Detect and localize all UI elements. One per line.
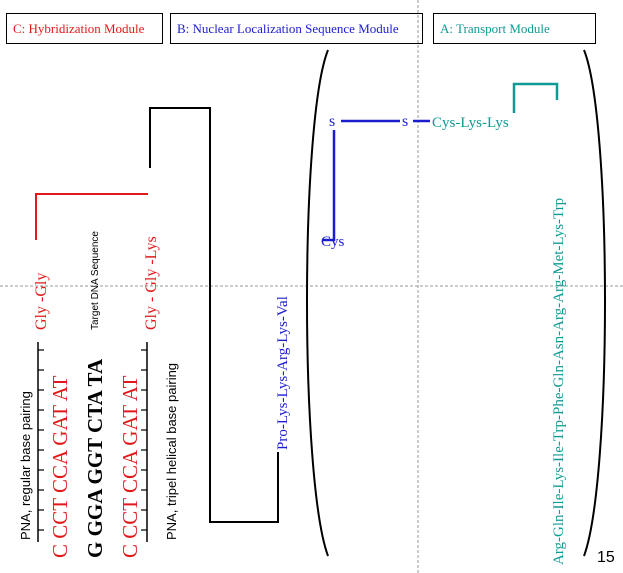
transport-cys-lys-lys: Cys-Lys-Lys xyxy=(432,115,509,131)
module-box-a: A: Transport Module xyxy=(433,13,596,44)
disulfide-left-arm xyxy=(322,130,336,242)
page-number: 15 xyxy=(597,549,615,566)
target-dna-sequence: G GGA GGT CTA TA xyxy=(83,358,107,558)
target-dna-label: Target DNA Sequence xyxy=(90,231,101,330)
strand1-ticks xyxy=(38,349,44,531)
sulfur-left: s xyxy=(329,113,335,130)
strand3-sequence: C CCT CCA GAT AT xyxy=(118,375,142,558)
left-parenthesis xyxy=(306,49,329,557)
nls-sequence: Pro-Lys-Lys-Arg-Lys-Val xyxy=(275,296,291,450)
pna-regular-label: PNA, regular base pairing xyxy=(18,391,33,540)
strand1-sequence: C CCT CCA GAT AT xyxy=(48,375,72,558)
strand3-gly-lys: Gly - Gly -Lys xyxy=(143,236,160,330)
sulfur-right: s xyxy=(402,113,408,130)
linker-connector xyxy=(149,107,279,523)
transport-connector xyxy=(512,82,559,113)
module-c-label: C: Hybridization Module xyxy=(13,20,145,36)
nls-cys: Cys xyxy=(321,234,345,250)
module-a-label: A: Transport Module xyxy=(440,20,550,36)
strand1-gly: Gly -Gly xyxy=(33,273,50,330)
transport-sequence: Arg-Gln-Ile-Lys-Ile-Trp-Phe-Gln-Asn-Arg-… xyxy=(551,198,567,565)
gly-connector xyxy=(35,193,148,240)
module-b-label: B: Nuclear Localization Sequence Module xyxy=(177,20,399,36)
strand3-ticks xyxy=(141,349,147,531)
module-box-c: C: Hybridization Module xyxy=(6,13,163,44)
right-parenthesis xyxy=(583,49,606,557)
pna-triple-label: PNA, tripel helical base pairing xyxy=(164,363,179,540)
module-box-b: B: Nuclear Localization Sequence Module xyxy=(170,13,423,44)
